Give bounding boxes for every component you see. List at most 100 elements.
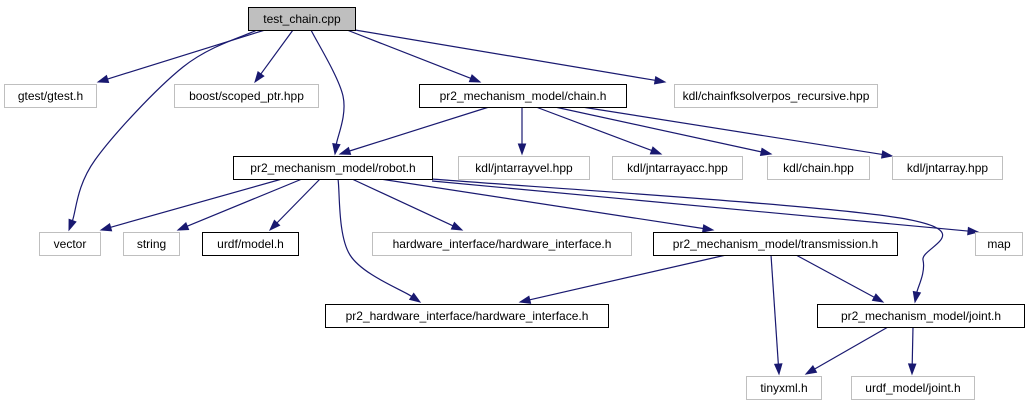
- node-test-chain[interactable]: test_chain.cpp: [248, 7, 356, 31]
- node-label: urdf/model.h: [217, 237, 284, 251]
- node-label: tinyxml.h: [760, 381, 807, 395]
- arrowhead-icon: [759, 147, 773, 156]
- node-map[interactable]: map: [975, 232, 1023, 256]
- edge-line: [110, 178, 283, 228]
- edge-robot_h-to-hw_iface: [351, 178, 464, 231]
- edge-robot_h-to-map: [431, 180, 980, 236]
- edge-transmission_h-to-joint_h: [795, 254, 885, 303]
- node-label: kdl/chain.hpp: [783, 161, 854, 175]
- edge-robot_h-to-urdf_model: [268, 178, 321, 232]
- node-label: kdl/jntarrayvel.hpp: [475, 161, 573, 175]
- arrowhead-icon: [96, 74, 110, 84]
- node-jntarrayvel[interactable]: kdl/jntarrayvel.hpp: [458, 156, 590, 180]
- arrowhead-icon: [773, 363, 783, 376]
- edge-line: [260, 29, 294, 75]
- arrowhead-icon: [332, 143, 341, 156]
- node-box: [674, 84, 878, 108]
- node-box: [123, 232, 180, 256]
- edge-line: [354, 29, 656, 81]
- edges-layer: [68, 29, 980, 376]
- arrowhead-icon: [254, 70, 265, 84]
- node-kdl-chain[interactable]: kdl/chain.hpp: [767, 156, 870, 180]
- edge-robot_h-to-joint_h: [431, 178, 944, 304]
- edge-line: [349, 106, 490, 152]
- node-label: urdf_model/joint.h: [865, 381, 960, 395]
- arrowhead-icon: [68, 218, 77, 232]
- node-label: gtest/gtest.h: [18, 89, 83, 103]
- arrowhead-icon: [517, 143, 527, 156]
- arrowhead-icon: [99, 222, 113, 232]
- node-label: kdl/jntarrayacc.hpp: [627, 161, 728, 175]
- edge-transmission_h-to-pr2_hw_iface: [518, 254, 727, 304]
- edge-chain_h-to-jntarrayvel: [517, 107, 527, 156]
- arrowhead-icon: [408, 292, 422, 303]
- node-label: string: [137, 237, 166, 251]
- node-box: [458, 156, 590, 180]
- arrowhead-icon: [468, 74, 482, 83]
- node-box: [233, 156, 433, 180]
- arrowhead-icon: [907, 363, 917, 376]
- arrowhead-icon: [871, 293, 885, 303]
- node-box: [4, 84, 97, 108]
- node-label: pr2_mechanism_model/chain.h: [440, 89, 607, 103]
- arrowhead-icon: [649, 146, 663, 155]
- node-scoped-ptr[interactable]: boost/scoped_ptr.hpp: [174, 84, 319, 108]
- arrowhead-icon: [268, 219, 281, 232]
- node-box: [975, 232, 1023, 256]
- edge-line: [770, 254, 779, 365]
- node-box: [892, 156, 1003, 180]
- node-label: pr2_hardware_interface/hardware_interfac…: [346, 309, 589, 323]
- edge-line: [337, 178, 413, 297]
- node-gtest[interactable]: gtest/gtest.h: [4, 84, 97, 108]
- node-robot-h[interactable]: pr2_mechanism_model/robot.h: [233, 156, 433, 180]
- edge-chain_h-to-kdl_chain: [554, 106, 773, 156]
- edge-test_chain-to-scoped_ptr: [254, 29, 294, 84]
- node-box: [851, 376, 975, 400]
- arrowhead-icon: [338, 146, 352, 155]
- node-string[interactable]: string: [123, 232, 180, 256]
- edge-line: [795, 254, 875, 298]
- edge-test_chain-to-gtest: [96, 29, 266, 84]
- node-box: [248, 7, 356, 31]
- node-label: vector: [54, 237, 87, 251]
- node-pr2-hw-iface[interactable]: pr2_hardware_interface/hardware_interfac…: [325, 304, 609, 328]
- edge-line: [346, 29, 471, 79]
- edge-chain_h-to-jntarrayacc: [535, 106, 663, 155]
- edge-line: [911, 326, 914, 365]
- nodes-layer: test_chain.cpp gtest/gtest.h boost/scoped_…: [4, 7, 1025, 400]
- edge-chain_h-to-jntarray: [581, 106, 894, 159]
- edge-line: [814, 326, 889, 370]
- edge-line: [310, 29, 345, 145]
- edge-line: [529, 254, 727, 301]
- node-jntarray[interactable]: kdl/jntarray.hpp: [892, 156, 1003, 180]
- node-label: pr2_mechanism_model/joint.h: [841, 309, 1001, 323]
- node-urdf-joint[interactable]: urdf_model/joint.h: [851, 376, 975, 400]
- node-label: kdl/chainfksolverpos_recursive.hpp: [683, 89, 870, 103]
- node-chain-h[interactable]: pr2_mechanism_model/chain.h: [419, 84, 627, 108]
- edge-line: [431, 180, 969, 232]
- node-box: [817, 304, 1025, 328]
- edge-line: [351, 178, 454, 227]
- node-box: [174, 84, 319, 108]
- edge-line: [107, 29, 266, 80]
- node-urdf-model[interactable]: urdf/model.h: [202, 232, 299, 256]
- edge-line: [431, 178, 944, 293]
- node-box: [39, 232, 101, 256]
- node-label: map: [987, 237, 1011, 251]
- node-label: hardware_interface/hardware_interface.h: [393, 237, 612, 251]
- node-tinyxml[interactable]: tinyxml.h: [746, 376, 822, 400]
- node-label: test_chain.cpp: [263, 12, 341, 26]
- node-box: [325, 304, 609, 328]
- arrowhead-icon: [967, 226, 980, 236]
- edge-test_chain-to-chain_h: [346, 29, 482, 83]
- node-jntarrayacc[interactable]: kdl/jntarrayacc.hpp: [612, 156, 743, 180]
- edge-joint_h-to-urdf_joint: [907, 326, 917, 376]
- node-joint-h[interactable]: pr2_mechanism_model/joint.h: [817, 304, 1025, 328]
- edge-line: [276, 178, 321, 224]
- arrowhead-icon: [518, 295, 532, 304]
- node-chainfk[interactable]: kdl/chainfksolverpos_recursive.hpp: [674, 84, 878, 108]
- edge-transmission_h-to-tinyxml: [770, 254, 783, 376]
- node-transmission-h[interactable]: pr2_mechanism_model/transmission.h: [653, 232, 898, 256]
- node-vector[interactable]: vector: [39, 232, 101, 256]
- node-hw-iface[interactable]: hardware_interface/hardware_interface.h: [372, 232, 632, 256]
